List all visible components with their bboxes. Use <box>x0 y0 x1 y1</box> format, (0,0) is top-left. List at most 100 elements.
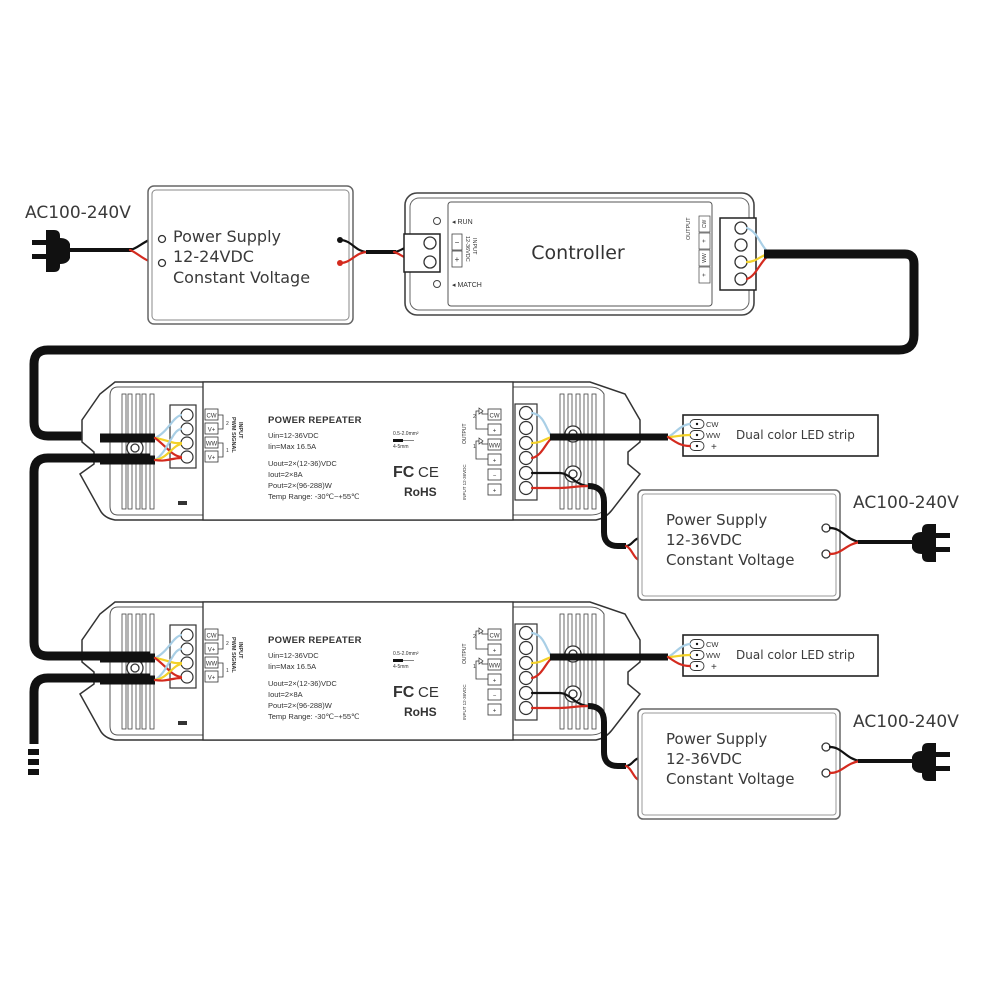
led-pin-plus: + <box>711 662 717 673</box>
repeater-spec-iin: Iin=Max 16.5A <box>268 662 316 671</box>
repeater-output-terminal-label: + <box>493 429 497 435</box>
repeater-output-terminal-label: + <box>493 459 497 465</box>
power-supply-main: Power Supply 12-24VDC Constant Voltage <box>147 185 354 325</box>
controller-output-label: OUTPUT <box>686 217 692 240</box>
psu-ac-label: AC100-240V <box>853 493 959 513</box>
repeater-wire-spec-top: 0.5-2.0mm² <box>393 431 419 437</box>
controller-out-cw: CW <box>702 220 708 229</box>
cable-continuation-dash-1 <box>28 749 39 755</box>
led-strip-1: CW WW + Dual color LED strip <box>666 414 879 457</box>
led-pin-ww: WW <box>706 431 721 440</box>
repeater-input-terminal-label: CW <box>207 414 217 420</box>
repeater-input-terminal-label: WW <box>206 662 218 668</box>
repeater-spec-uin: Uin=12-36VDC <box>268 431 319 440</box>
ce-mark-icon: CE <box>418 684 439 701</box>
fcc-mark-icon: FC <box>393 464 415 481</box>
repeater-pwm-label: PWM SIGNAL <box>230 417 236 453</box>
repeater-wire-spec-top: 0.5-2.0mm² <box>393 651 419 657</box>
controller-out-plus1: + <box>702 239 708 243</box>
repeater-title: POWER REPEATER <box>268 415 362 426</box>
controller-title: Controller <box>531 242 625 264</box>
repeater-pwm-label: PWM SIGNAL <box>230 637 236 673</box>
repeater-output-terminal-label: + <box>493 649 497 655</box>
repeater-input-terminal-label: V+ <box>208 428 216 434</box>
repeater-spec-iin: Iin=Max 16.5A <box>268 442 316 451</box>
controller-run-label: ◂ RUN <box>452 219 473 226</box>
repeater-output-terminal-label: − <box>493 694 497 700</box>
led-pin-cw: CW <box>706 420 719 429</box>
repeater-spec-iout: Iout=2×8A <box>268 470 303 479</box>
rohs-mark: RoHS <box>404 485 437 499</box>
repeater-input-terminal-label: V+ <box>208 456 216 462</box>
ac-plug-icon <box>912 743 950 781</box>
led-strip-label: Dual color LED strip <box>736 428 855 442</box>
rohs-mark: RoHS <box>404 705 437 719</box>
repeater-spec-pout: Pout=2×(96-288)W <box>268 701 333 710</box>
ac-label-main: AC100-240V <box>25 203 131 223</box>
repeater-output-terminal-label: − <box>493 474 497 480</box>
psu-main-line2: 12-24VDC <box>173 247 254 266</box>
repeater-channel-1-label: 1 <box>226 448 229 454</box>
repeater-output-terminal-label: + <box>493 679 497 685</box>
repeater-wire-spec-bottom: 4-5mm <box>393 664 409 670</box>
ac-plug-icon <box>912 524 950 562</box>
repeater-wire-spec-bottom: 4-5mm <box>393 444 409 450</box>
ac-plug-icon <box>32 230 70 272</box>
repeater-out-channel-2: 2 <box>473 414 476 420</box>
repeater-output-terminal-label: CW <box>490 634 500 640</box>
controller: ◂ RUN ◂ MATCH − + 12-36VDC INPUT Control… <box>403 192 757 316</box>
repeater-output-terminal-label: WW <box>489 664 501 670</box>
repeater-out-channel-1: 1 <box>473 664 476 670</box>
repeater-spec-uin: Uin=12-36VDC <box>268 651 319 660</box>
controller-match-label: ◂ MATCH <box>452 282 482 289</box>
psu-line3: Constant Voltage <box>666 770 794 788</box>
ce-mark-icon: CE <box>418 464 439 481</box>
repeater-input-label: INPUT <box>237 422 243 439</box>
controller-out-plus2: + <box>702 273 708 277</box>
repeater-out-channel-2: 2 <box>473 634 476 640</box>
cable-continuation-dash-2 <box>28 759 39 765</box>
repeater-output-label: OUTPUT <box>462 643 468 664</box>
repeater-spec-temp: Temp Range: -30℃~+55℃ <box>268 712 360 721</box>
repeater-spec-uout: Uout=2×(12-36)VDC <box>268 459 337 468</box>
psu-main-line1: Power Supply <box>173 227 281 246</box>
repeater-input-terminal-label: V+ <box>208 648 216 654</box>
repeater-input-terminal-label: WW <box>206 442 218 448</box>
controller-output-terminals: CW + WW + <box>698 215 711 284</box>
psu-line1: Power Supply <box>666 511 767 529</box>
repeater-output-terminal-label: CW <box>490 414 500 420</box>
repeater-input-terminal-label: V+ <box>208 676 216 682</box>
led-pin-ww: WW <box>706 651 721 660</box>
controller-input-label: INPUT <box>471 238 477 255</box>
repeater-output-label: OUTPUT <box>462 423 468 444</box>
repeater-channel-2-label: 2 <box>226 421 229 427</box>
repeater-channel-1-label: 1 <box>226 668 229 674</box>
repeater-output-terminal-label: WW <box>489 444 501 450</box>
controller-input-minus: − <box>455 238 460 247</box>
repeater-spec-temp: Temp Range: -30℃~+55℃ <box>268 492 360 501</box>
led-pin-plus: + <box>711 442 717 453</box>
repeater-spec-iout: Iout=2×8A <box>268 690 303 699</box>
cable-continuation-dash-3 <box>28 769 39 775</box>
psu-main-line3: Constant Voltage <box>173 268 310 287</box>
fcc-mark-icon: FC <box>393 684 415 701</box>
repeater-spec-uout: Uout=2×(12-36)VDC <box>268 679 337 688</box>
repeater-input-terminal-label: CW <box>207 634 217 640</box>
controller-input-plus: + <box>455 255 460 264</box>
repeater-dc-input-label: INPUT 12-36VDC <box>462 684 467 720</box>
psu-line2: 12-36VDC <box>666 750 742 768</box>
controller-out-ww: WW <box>702 253 708 263</box>
repeater-out-channel-1: 1 <box>473 444 476 450</box>
psu-line2: 12-36VDC <box>666 531 742 549</box>
repeater-spec-pout: Pout=2×(96-288)W <box>268 481 333 490</box>
psu-ac-label: AC100-240V <box>853 712 959 732</box>
repeater-channel-2-label: 2 <box>226 641 229 647</box>
repeater-dc-input-label: INPUT 12-36VDC <box>462 464 467 500</box>
led-pin-cw: CW <box>706 640 719 649</box>
